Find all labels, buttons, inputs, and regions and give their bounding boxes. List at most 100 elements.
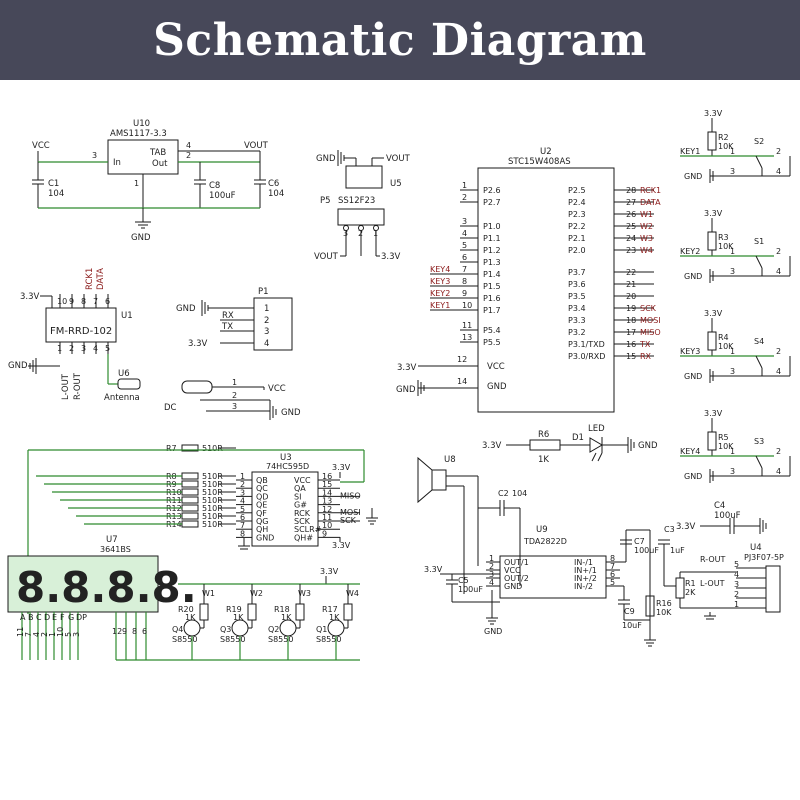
- u2-right-pin-name: P2.2: [568, 222, 586, 231]
- c4-3v3: 3.3V: [676, 522, 696, 532]
- u9-body: [499, 555, 607, 599]
- display-digit-pin-num: 9: [122, 627, 127, 636]
- u1-top-pin-num: 8: [81, 297, 86, 306]
- u2-right-pin-num: 22: [626, 268, 636, 277]
- c9-ref: C9: [624, 607, 635, 616]
- u5-gnd: GND: [316, 154, 336, 164]
- u1-3v3: 3.3V: [20, 292, 40, 302]
- u2-left-pin-num: 5: [462, 241, 467, 250]
- display-segment-letter: E: [52, 613, 57, 622]
- r16-ref: R16: [656, 599, 672, 608]
- u9-left-pin-name: VCC: [504, 566, 521, 575]
- r1-body: [675, 577, 685, 599]
- driver-resistor: [247, 603, 257, 621]
- driver-resistor: [199, 603, 209, 621]
- u3-net: SCK: [340, 516, 357, 525]
- segment-resistor-value: 510R: [202, 504, 223, 513]
- u2-right-pin-name: P2.3: [568, 210, 586, 219]
- amp-3v3: 3.3V: [424, 565, 443, 574]
- dc-pin3: 3: [232, 402, 237, 411]
- p1-pin-num: 3: [264, 327, 269, 337]
- u1-ref: U1: [121, 311, 133, 321]
- segment-resistor-value: 510R: [202, 472, 223, 481]
- driver-transistor-type: S8550: [268, 635, 293, 644]
- driver-transistor-ref: Q3: [220, 625, 231, 634]
- u2-right-net: TX: [639, 340, 651, 349]
- u1-part: FM-RRD-102: [50, 326, 112, 337]
- u9-right-pin-num: 7: [610, 562, 615, 571]
- u4-pin-num: 3: [734, 580, 739, 589]
- key-gnd: GND: [684, 472, 702, 481]
- key-resistor: [707, 131, 717, 151]
- u2-right-net: RCK1: [640, 186, 661, 195]
- u3-right-pin-name: SCK: [294, 517, 311, 526]
- u3-right-pin-num: 16: [322, 472, 332, 481]
- c7-ref: C7: [634, 537, 645, 546]
- key-contact: [755, 455, 763, 469]
- d1-ref: D1: [572, 433, 584, 443]
- driver-resistor-ref: R19: [226, 605, 242, 614]
- driver-resistor-value: 1K: [281, 613, 292, 622]
- p1-ref: P1: [258, 287, 269, 297]
- u3-left-pin-name: QE: [256, 501, 267, 510]
- dc-jack-body: [181, 380, 213, 394]
- u1-rout: R-OUT: [73, 372, 83, 400]
- driver-transistor-ref: Q2: [268, 625, 279, 634]
- key-resistor: [707, 431, 717, 451]
- c4-ref: C4: [714, 501, 725, 511]
- u1-gnd: GND: [8, 361, 28, 371]
- display-window: [7, 555, 159, 613]
- u9-ref: U9: [536, 525, 548, 535]
- u1-bottom-pin-num: 1: [57, 344, 62, 353]
- u3-3v3-b: 3.3V: [332, 541, 351, 550]
- c9-value: 10uF: [622, 621, 642, 630]
- display-pin-num: 1: [48, 632, 57, 637]
- u2-left-pin-num: 2: [462, 193, 467, 202]
- segment-resistor: [181, 444, 199, 452]
- u6-ref: U6: [118, 369, 130, 379]
- u2-left-pin-num: 8: [462, 277, 467, 286]
- u2-left-pins: 1P2.62P2.73P1.04P1.15P1.26P1.37P1.4KEY48…: [430, 181, 501, 347]
- u2-left-pin-num: 3: [462, 217, 467, 226]
- u2-right-pin-name: P3.2: [568, 328, 586, 337]
- c6-ref: C6: [268, 179, 279, 189]
- driver-wire-net: W4: [346, 589, 359, 598]
- u1-top-pin-num: 10: [57, 297, 67, 306]
- driver-wire-net: W2: [250, 589, 263, 598]
- u2-right-net: W1: [640, 210, 653, 219]
- u9-right-pin-name: IN+/1: [574, 566, 597, 575]
- dc-vcc: VCC: [268, 384, 286, 394]
- key-resistor-value: 10K: [718, 142, 734, 151]
- key-pin4: 4: [776, 267, 781, 276]
- u7-part: 3641BS: [100, 545, 131, 554]
- key-pin1: 1: [730, 347, 735, 356]
- u2-left-pin-name: P5.5: [483, 338, 501, 347]
- c8-value: 100uF: [209, 191, 236, 201]
- u2-right-pin-num: 19: [626, 304, 636, 313]
- u3-right-pin-num: 9: [322, 529, 327, 538]
- driver-transistor: [183, 619, 201, 637]
- p1-tx: TX: [221, 322, 233, 332]
- u2-left-pin-name: P1.5: [483, 282, 501, 291]
- u10-in-pin: In: [113, 158, 121, 168]
- u2-right-net: DATA: [640, 198, 661, 207]
- u10-tab-pin: TAB: [149, 148, 166, 158]
- u2-left-pin-name: P1.4: [483, 270, 501, 279]
- u3-right-pin-name: VCC: [294, 476, 311, 485]
- u2-3v3: 3.3V: [397, 363, 417, 373]
- c3-value: 1uF: [670, 546, 685, 555]
- display-pin-num: 5: [64, 632, 73, 637]
- u2-vcc-pin: VCC: [487, 362, 505, 372]
- display-segment-letter: F: [60, 613, 65, 622]
- u5-ref: U5: [390, 179, 402, 189]
- key-contact: [755, 355, 763, 369]
- driver-resistor-value: 1K: [185, 613, 196, 622]
- u3-right-pin-name: SI: [294, 492, 301, 501]
- key-3v3: 3.3V: [704, 209, 723, 218]
- r16-body: [645, 595, 655, 617]
- display-digits: 8.8.8.8.: [16, 563, 197, 612]
